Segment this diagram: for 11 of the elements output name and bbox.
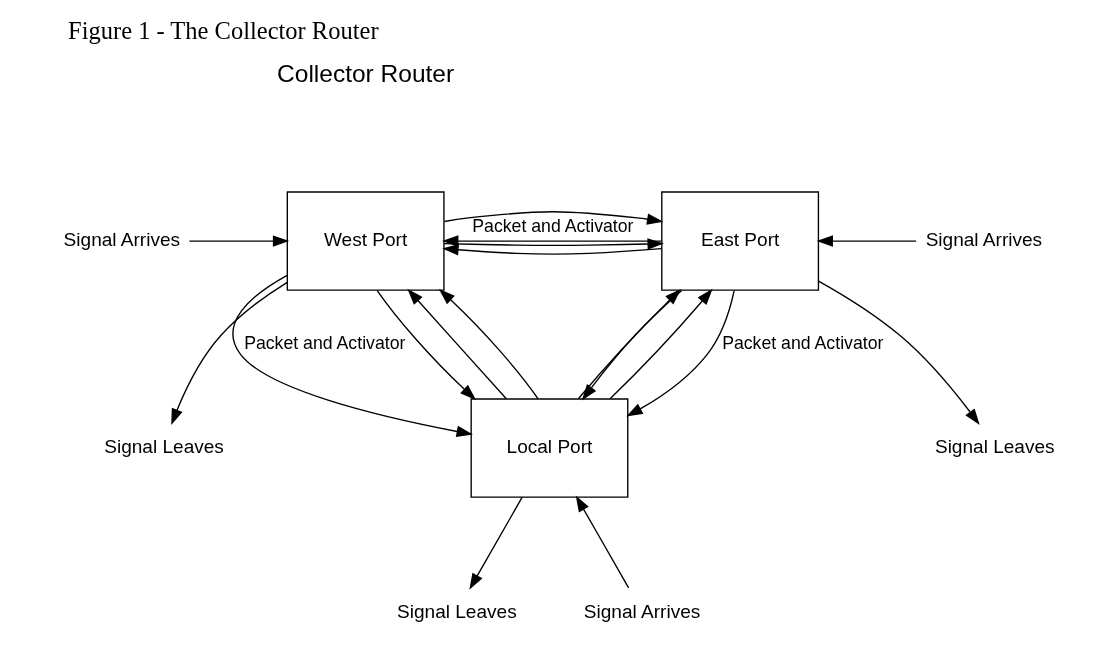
edge-label: Packet and Activator [721, 333, 883, 354]
node-text: Signal Leaves [103, 436, 224, 458]
node-text: Signal Leaves [934, 436, 1055, 458]
edge-label: Packet and Activator [471, 216, 633, 237]
diagram-title: Figure 1 - The Collector Router [67, 16, 379, 44]
label: Collector Router [276, 60, 454, 88]
node-text: Signal Arrives [583, 600, 700, 622]
node-text: Signal Arrives [63, 229, 180, 251]
edge-label: Packet and Activator [243, 333, 405, 354]
node-text: Signal Leaves [396, 600, 517, 622]
node-text: Signal Arrives [925, 229, 1042, 251]
